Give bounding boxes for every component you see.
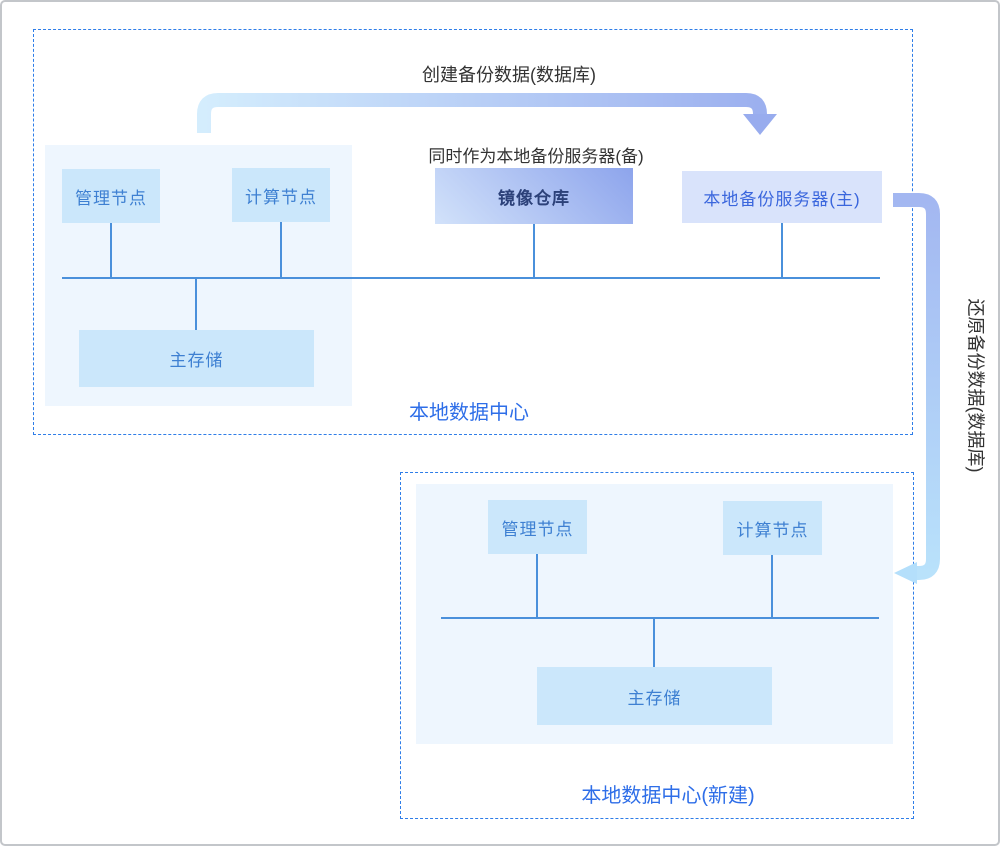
local-backup-server-primary-box: 本地备份服务器(主) [682,171,882,223]
dc1-mgmt-node-box: 管理节点 [62,169,160,223]
dc2-compute-connector [771,555,773,617]
dc1-bus-line [62,277,880,279]
mirror-repository-label: 镜像仓库 [498,188,570,208]
dc1-primary-storage-label: 主存储 [169,351,224,370]
dc2-compute-node-box: 计算节点 [723,501,822,555]
standby-backup-note-label: 同时作为本地备份服务器(备) [428,147,644,166]
dc2-storage-connector [653,619,655,667]
dc1-mgmt-node-label: 管理节点 [75,188,147,208]
dc1-compute-node-box: 计算节点 [232,168,330,222]
mirror-repo-connector [533,224,535,277]
dc2-mgmt-connector [536,554,538,617]
dc2-primary-storage-box: 主存储 [537,667,772,725]
dc2-mgmt-node-box: 管理节点 [488,500,587,554]
dc2-primary-storage-label: 主存储 [627,688,682,708]
dc2-bus-line [441,617,879,619]
dc1-compute-connector [280,222,282,277]
dc1-compute-node-label: 计算节点 [245,187,317,207]
dc2-compute-node-label: 计算节点 [736,520,809,540]
local-backup-server-primary-label: 本地备份服务器(主) [703,189,861,209]
create-backup-label: 创建备份数据(数据库) [422,65,596,85]
dc2-boundary [400,472,914,819]
restore-backup-label: 还原备份数据(数据库) [965,298,986,473]
backup-server-connector [781,223,783,277]
dc1-mgmt-connector [110,223,112,277]
dc2-mgmt-node-label: 管理节点 [501,519,574,539]
dc1-primary-storage-box: 主存储 [79,330,314,387]
dc1-title: 本地数据中心 [409,402,529,424]
dc2-title: 本地数据中心(新建) [581,785,755,807]
dc1-storage-connector [195,279,197,330]
mirror-repository-box: 镜像仓库 [435,168,633,224]
